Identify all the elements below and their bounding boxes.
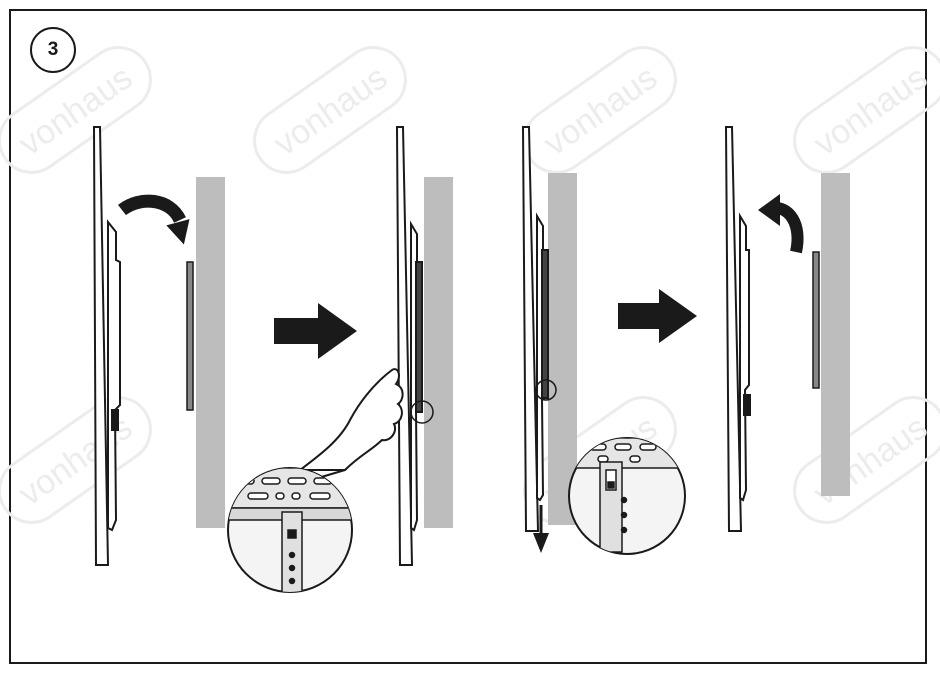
detail-inset-bracket-locked bbox=[568, 437, 686, 555]
panel-2 bbox=[227, 126, 453, 593]
wall-bracket bbox=[186, 261, 194, 411]
detail-inset-bracket-hook bbox=[227, 467, 353, 593]
hand-icon bbox=[297, 368, 404, 471]
block-arrow-right-icon bbox=[618, 289, 697, 343]
panel-4 bbox=[724, 126, 850, 532]
block-arrow-right-icon bbox=[274, 303, 357, 359]
wall-bracket bbox=[812, 251, 820, 389]
panel-3 bbox=[521, 126, 686, 555]
watermark-pill bbox=[0, 396, 152, 524]
tv-side-view bbox=[395, 126, 423, 566]
tv-side-view bbox=[724, 126, 751, 532]
wall bbox=[821, 173, 850, 496]
curved-arrow-right-down-icon bbox=[118, 194, 186, 224]
tv-side-view bbox=[521, 126, 549, 532]
tv-side-view bbox=[92, 126, 121, 566]
panel-1 bbox=[92, 126, 225, 566]
wall bbox=[548, 173, 577, 525]
watermark-pill bbox=[253, 46, 407, 174]
wall bbox=[196, 177, 225, 528]
detail-marker bbox=[410, 400, 434, 424]
arrow-down-icon bbox=[533, 533, 549, 553]
curved-arrow-head bbox=[758, 194, 780, 226]
curved-arrow-head bbox=[166, 219, 190, 245]
diagram-frame bbox=[9, 9, 927, 664]
wall bbox=[424, 177, 453, 528]
detail-marker bbox=[535, 379, 557, 401]
step-number-badge: 3 bbox=[30, 27, 76, 73]
watermark-layer: vonhaus vonhaus vonhaus vonhaus vonhaus … bbox=[0, 46, 940, 524]
